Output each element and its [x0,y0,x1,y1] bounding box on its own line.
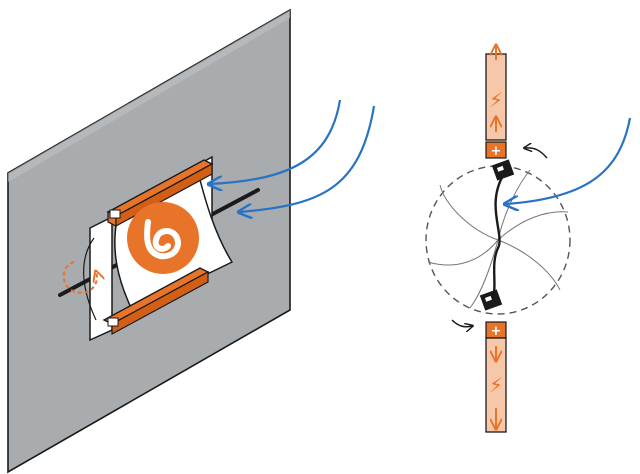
contact-block-bottom [479,289,503,311]
rotation-arrow-icon [62,261,97,294]
top-output-rail: ⚡ + [485,46,507,159]
rotor-circle [425,165,571,315]
logo-icon [127,202,199,274]
rotation-arrow-icon [451,319,472,327]
lightning-icon: ⚡ [489,373,503,397]
rotation-arrow-icon [525,148,548,159]
wind-arrow-icon [210,99,342,184]
bottom-output-rail: + ⚡ [485,321,507,433]
contact-block-top [491,159,515,181]
lightning-icon: ⚡ [489,88,503,112]
turbine-device [83,155,234,342]
plus-icon: + [491,144,502,159]
center-blade [490,173,506,303]
plus-icon: + [491,324,502,339]
wind-arrow-icon [240,105,376,212]
wind-arrow-icon [506,117,632,204]
